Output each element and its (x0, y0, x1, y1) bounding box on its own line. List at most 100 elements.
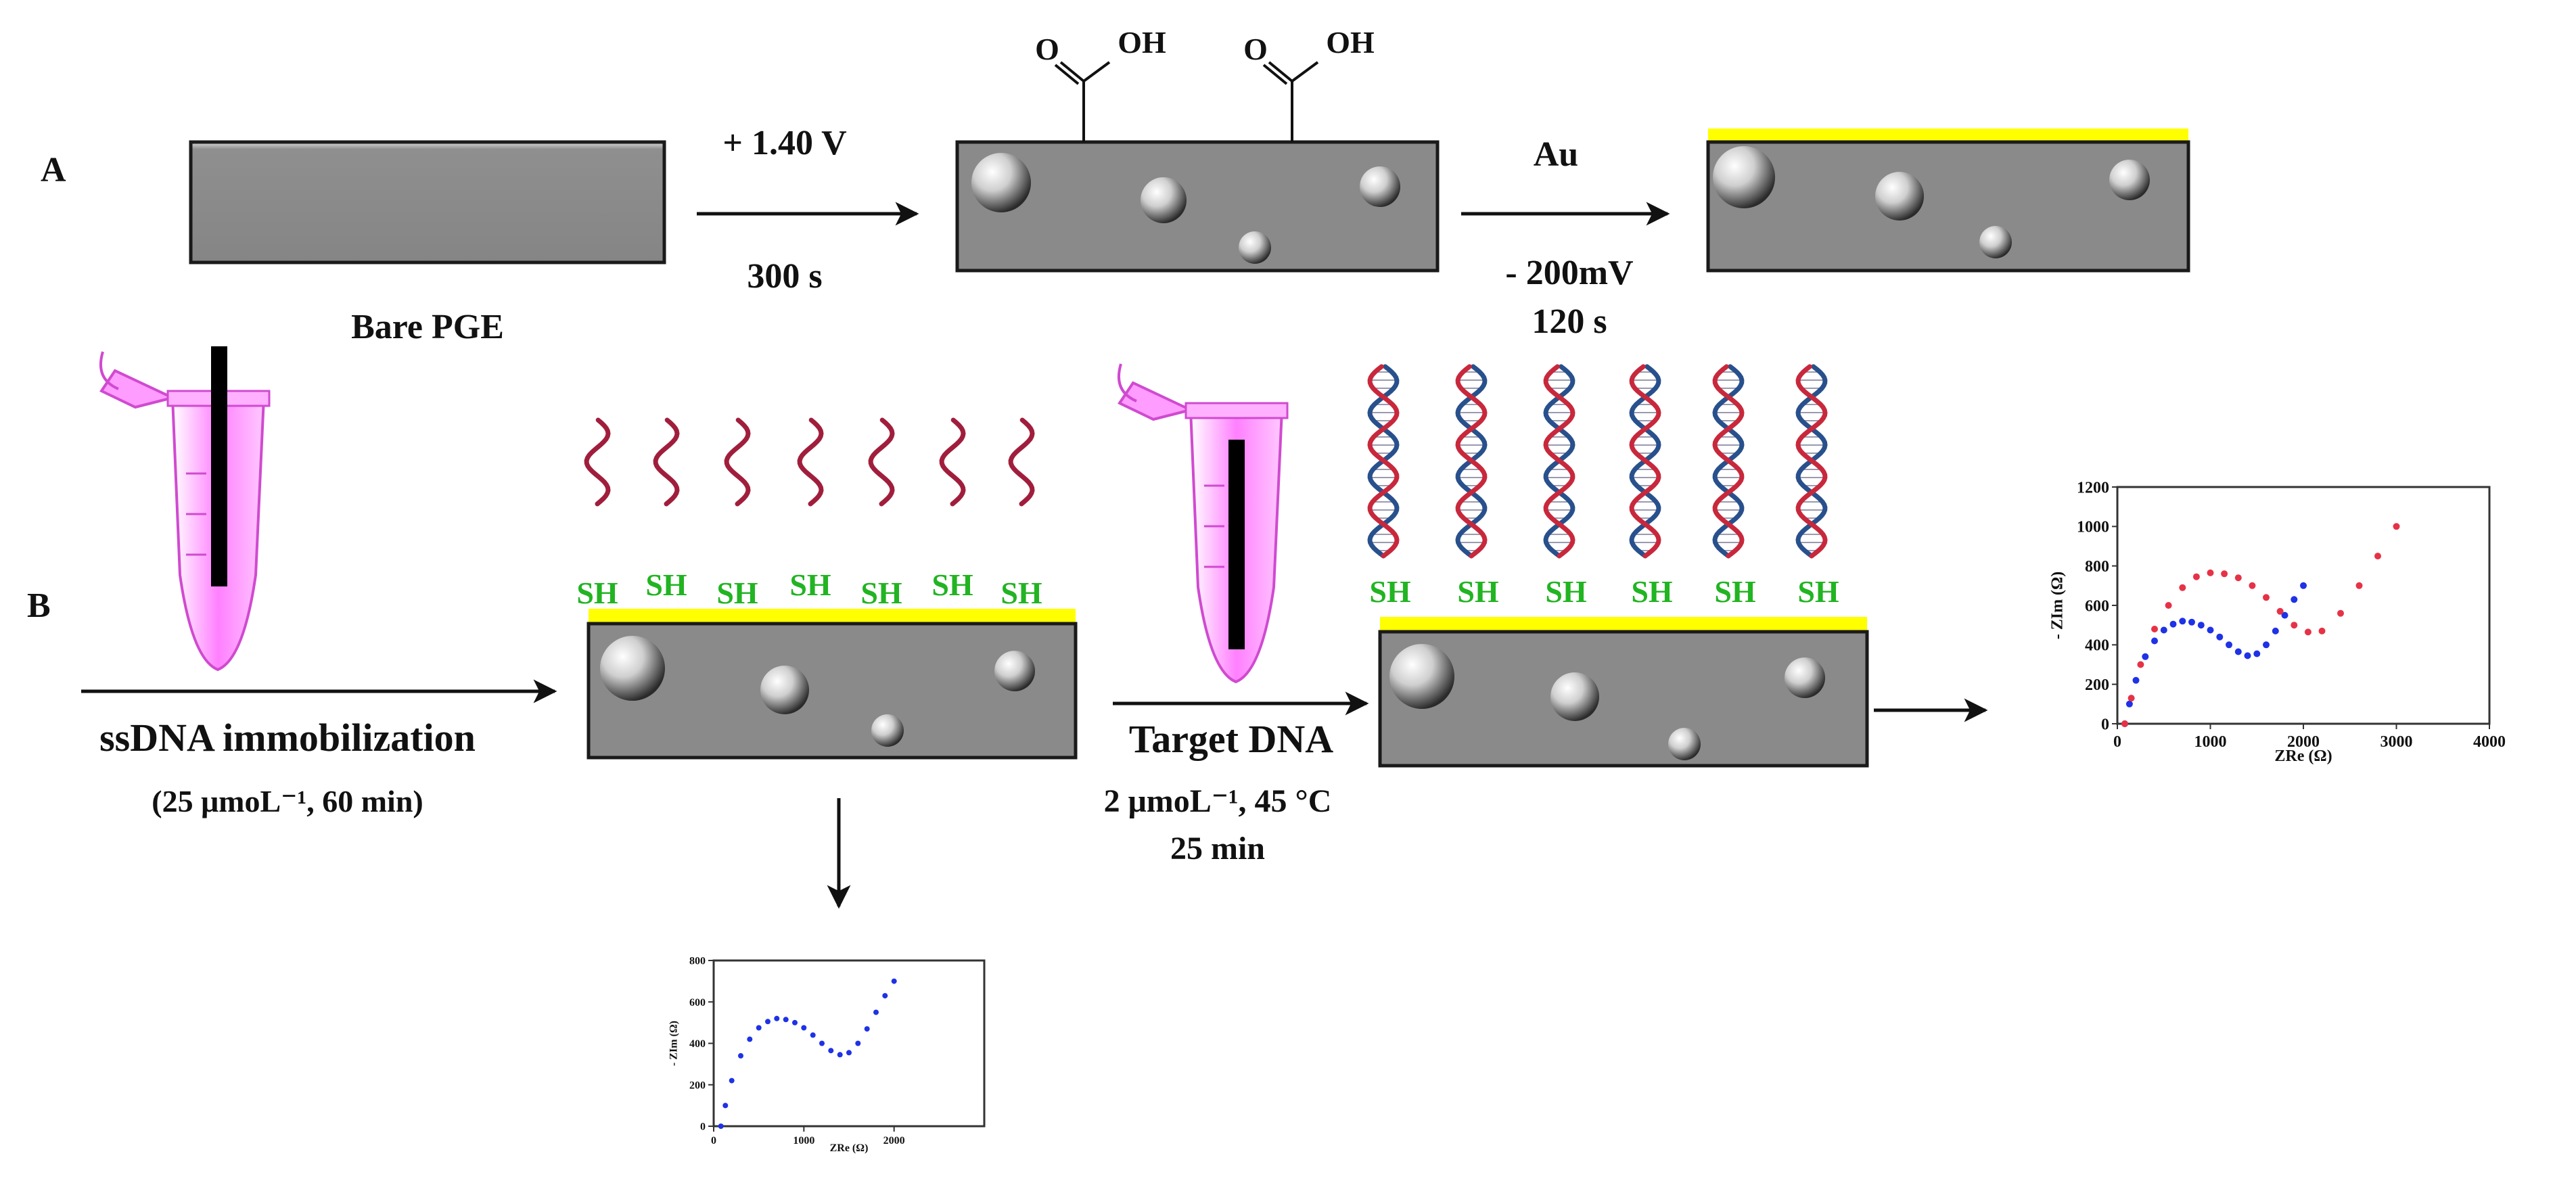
dna-double-helix-icon (1367, 364, 1400, 559)
data-point (2226, 641, 2232, 649)
graphite-electrode-icon (211, 346, 227, 586)
data-point (2355, 582, 2363, 589)
data-point (2165, 602, 2172, 609)
x-tick-label: 0 (2113, 733, 2121, 751)
oxidation-potential-label: + 1.40 V (722, 124, 846, 162)
data-point (2151, 637, 2158, 645)
data-point (2151, 626, 2158, 632)
hybridization-time-label: 25 min (1170, 831, 1265, 866)
dna-double-helix-icon (1712, 364, 1745, 559)
deposition-time-label: 120 s (1532, 302, 1607, 341)
data-point (855, 1040, 861, 1046)
dna-double-helix-icon (1795, 364, 1828, 559)
data-point (2263, 641, 2270, 649)
graphite-electrode-icon (1228, 440, 1245, 649)
x-tick-label: 2000 (883, 1135, 905, 1147)
data-point (2244, 652, 2251, 659)
data-point (2337, 609, 2344, 617)
x-tick-label: 0 (711, 1135, 716, 1147)
data-point (828, 1048, 834, 1054)
x-tick-label: 3000 (2380, 733, 2413, 751)
thiol-label: SH (860, 576, 902, 610)
ssdna-probe-strand (868, 417, 895, 507)
thiol-label: SH (576, 576, 618, 610)
data-point (2263, 594, 2270, 601)
y-tick-label: 800 (2085, 558, 2109, 576)
plot-frame (712, 959, 986, 1128)
data-point (2132, 676, 2140, 684)
bare-electrode (189, 140, 666, 264)
thiol-label: SH (789, 568, 831, 602)
data-point (2249, 582, 2256, 589)
data-point (2234, 574, 2242, 582)
thiol-label: SH (645, 568, 687, 602)
ssdna-probe-strand (797, 417, 824, 507)
data-point (891, 978, 897, 984)
y-axis-label: - ZIm (Ω) (2048, 572, 2066, 640)
dna-double-helix-icon (1543, 364, 1576, 559)
y-tick-label: 0 (700, 1121, 706, 1133)
data-point (801, 1025, 807, 1031)
data-point (756, 1025, 762, 1031)
data-point (2192, 573, 2200, 580)
data-point (2197, 622, 2205, 629)
data-point (2291, 622, 2298, 629)
data-point (792, 1019, 798, 1025)
thiol-label: SH (1457, 574, 1499, 609)
thiol-label: SH (1001, 576, 1042, 610)
y-tick-label: 400 (2085, 637, 2109, 655)
bare-pge-label: Bare PGE (351, 308, 504, 346)
y-tick-label: 1000 (2077, 519, 2109, 536)
data-point (2276, 607, 2284, 615)
data-point (882, 993, 888, 999)
data-point (2125, 700, 2133, 708)
y-tick-label: 0 (2101, 716, 2109, 733)
data-point (718, 1124, 724, 1129)
data-point (2169, 620, 2177, 628)
data-point (2272, 627, 2279, 634)
ssdna-modified-electrode (586, 609, 1078, 760)
carbonyl-oxygen-label: O (1243, 32, 1268, 66)
data-point (738, 1052, 743, 1059)
oxidized-electrode (955, 140, 1440, 273)
carboxyl-group-1: O OH (1035, 25, 1166, 142)
data-point (2374, 553, 2381, 560)
ssdna-probe-strand (724, 417, 751, 507)
data-point (2142, 653, 2149, 660)
y-axis-label: - ZIm (Ω) (668, 1021, 680, 1066)
deposition-potential-label: - 200mV (1505, 254, 1633, 292)
impedance-series (2121, 582, 2307, 727)
data-point (2216, 633, 2224, 641)
data-point (2121, 720, 2128, 727)
ssdna-probe-strand (653, 417, 680, 507)
y-tick-label: 200 (2085, 676, 2109, 694)
hybridized-electrode (1378, 617, 1869, 768)
data-point (864, 1026, 870, 1032)
x-tick-label: 4000 (2473, 733, 2506, 751)
impedance-series (2121, 523, 2400, 727)
data-point (2253, 650, 2261, 657)
thiol-label: SH (716, 576, 758, 610)
impedance-series (718, 978, 897, 1129)
data-point (2393, 523, 2400, 530)
data-point (873, 1009, 879, 1015)
data-point (722, 1103, 729, 1109)
data-point (729, 1078, 735, 1084)
ssdna-immobilization-label: ssDNA immobilization (99, 716, 476, 760)
y-tick-label: 400 (689, 1038, 706, 1050)
x-tick-label: 1000 (2194, 733, 2227, 751)
data-point (2207, 626, 2214, 634)
panel-b-label: B (27, 586, 51, 625)
y-tick-label: 800 (689, 956, 706, 967)
data-point (2179, 584, 2186, 591)
plot-frame (2116, 486, 2491, 725)
data-point (2304, 628, 2312, 636)
ssdna-probe-strand (939, 417, 966, 507)
thiol-label: SH (1369, 574, 1411, 609)
carbonyl-oxygen-label: O (1035, 32, 1059, 66)
